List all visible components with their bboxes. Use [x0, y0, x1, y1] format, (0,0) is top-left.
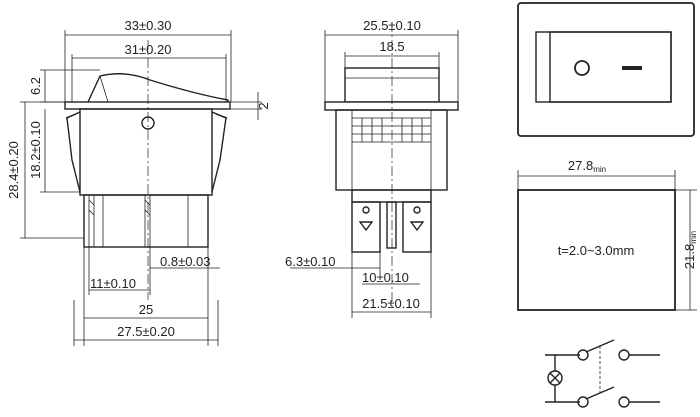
mounting-hole: [141, 116, 155, 130]
right-clip: [211, 111, 227, 193]
dim-side-base-width: 21.5±0.10: [362, 296, 420, 311]
face-rocker-inner: [549, 31, 672, 103]
rocker-actuator: [87, 73, 229, 106]
side-body: [335, 109, 448, 191]
dim-side-top-width: 25.5±0.10: [363, 18, 421, 33]
dim-flange: 2: [256, 102, 271, 109]
cutout-width: 27.8min: [568, 158, 606, 174]
face-rocker-outer: [535, 31, 672, 103]
side-flange: [324, 101, 459, 111]
terminal-front-mid: [144, 194, 151, 248]
dim-base-outer-width: 27.5±0.20: [117, 324, 175, 339]
dim-rocker-height: 6.2: [28, 77, 43, 95]
front-view: 33±0.30 31±0.20 6.2 18.2±0.10 28.4±0.20 …: [6, 18, 271, 346]
dim-overall-width: 33±0.30: [125, 18, 172, 33]
panel-cutout: 27.8min 21.8min t=2.0~3.0mm: [517, 158, 698, 311]
cutout-height: 21.8min: [682, 231, 698, 269]
wiring-schematic: [545, 339, 660, 408]
front-body: [79, 108, 213, 196]
off-symbol-icon: [574, 60, 590, 76]
dim-side-inner-width: 18.5: [379, 39, 404, 54]
terminal-side-left: [351, 201, 381, 253]
side-base: [351, 189, 432, 203]
side-view: 25.5±0.10 18.5 6.3±0.10 10±0.10 21.5±0.1…: [285, 18, 459, 318]
dim-base-width: 25: [139, 302, 153, 317]
switch-front-face: [517, 2, 695, 137]
dim-terminal-gap: 10±0.10: [362, 270, 409, 285]
dim-terminal-width: 6.3±0.10: [285, 254, 336, 269]
dim-body-height: 18.2±0.10: [28, 121, 43, 179]
dim-total-height: 28.4±0.20: [6, 141, 21, 199]
front-flange: [64, 101, 231, 110]
terminal-side-right: [402, 201, 432, 253]
left-clip: [66, 111, 81, 193]
dim-terminal-pitch: 11±0.10: [90, 276, 136, 291]
panel-thickness: t=2.0~3.0mm: [558, 243, 635, 258]
dim-terminal-thickness: 0.8±0.03: [160, 254, 211, 269]
terminal-front-left: [88, 194, 95, 248]
on-symbol-icon: [622, 66, 642, 70]
dim-frame-width: 31±0.20: [125, 42, 172, 57]
face-bezel: [517, 2, 695, 137]
cutout-rect: [517, 189, 676, 311]
